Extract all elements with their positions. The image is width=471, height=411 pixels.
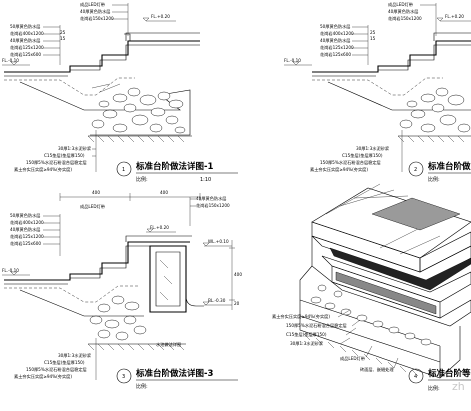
detail-1-scale-value: 1:10 [200, 177, 211, 183]
note-4-4: 30厚1:3水泥砂浆 [290, 340, 324, 347]
note-1-1: 成品LED灯带 [80, 1, 105, 8]
note-3-2: 40厚黄色防水层 [196, 195, 226, 202]
detail-2-number-circle [408, 161, 424, 177]
note-3-7: 花岗岩125x1200 [10, 233, 44, 240]
note-2-3: 花岗岩150x1200 [388, 15, 422, 22]
note-1-2: 40厚黄色防水层 [80, 8, 110, 15]
note-2-8: 花岗岩125x600 [320, 51, 351, 58]
dim-3-right-a: 400 [234, 272, 242, 277]
note-2-2: 40厚黄色防水层 [388, 8, 418, 15]
level-1-left: FL.-0.10 [2, 58, 19, 63]
note-4-b1: 成品LED灯带 [340, 355, 365, 362]
detail-4-title: 标准台阶等 [427, 368, 471, 379]
note-2-b2: C15垫层(垫层厚150) [342, 152, 383, 159]
dim-3-right-b: 20 [234, 301, 240, 306]
level-2-left: FL.-0.10 [284, 58, 301, 63]
detail-3-section: 400 400 成品LED灯带 40厚黄色防水层 花岗岩150x1200 50厚… [2, 190, 242, 390]
detail-2-number: 2 [414, 167, 417, 173]
detail-4-number-circle [408, 368, 424, 384]
note-4-b2: 砖面层、嵌缝处理 [360, 366, 394, 373]
level-3-right-bottom: BL.-0.30 [208, 298, 226, 303]
note-2-b3: 150厚5%水泥石粉混合层稳定层 [320, 159, 381, 166]
note-3-6: 40厚黄色防水层 [10, 226, 40, 233]
detail-1-number-circle [116, 161, 132, 177]
note-2-b4: 素土夯实压实度≥94%(夯实度) [310, 166, 368, 173]
detail-2-title: 标准台阶做 [427, 161, 471, 172]
detail-4-scale-label: 比例: [428, 385, 440, 392]
detail-3-scale-label: 比例: [136, 383, 148, 390]
detail-1-gravel [91, 87, 186, 134]
note-1-3: 花岗岩150x1200 [80, 15, 114, 22]
dim-2-a: 25 [370, 30, 376, 35]
note-1-b2: C15垫层(垫层厚150) [44, 152, 85, 159]
detail-1-section: 成品LED灯带 40厚黄色防水层 花岗岩150x1200 50厚黄色防水层 花岗… [2, 1, 238, 183]
dim-2-b: 15 [370, 36, 376, 41]
detail-2-scale-label: 比例: [428, 176, 440, 183]
note-3-b1: 30厚1:3水泥砂浆 [58, 352, 92, 359]
note-1-8: 花岗岩125x600 [10, 51, 41, 58]
note-2-6: 40厚黄色防水层 [320, 37, 350, 44]
note-3-b3: 150厚5%水泥石粉混合层稳定层 [26, 366, 87, 373]
note-1-b3: 150厚5%水泥石粉混合层稳定层 [26, 159, 87, 166]
detail-4-gravel [310, 284, 432, 346]
level-3-top: FL.+0.20 [150, 225, 169, 230]
level-2-top: FL.+0.20 [445, 14, 464, 19]
level-3-right-top: WL.+0.10 [208, 239, 229, 244]
note-1-6: 40厚黄色防水层 [10, 37, 40, 44]
detail-4-section: 素土夯实压实度≥94%(夯实度) 150厚5%水泥石粉混合层稳定层 C15垫层(… [272, 183, 471, 392]
dim-3-top-b: 400 [160, 190, 168, 195]
note-3-4: 50厚黄色防水层 [10, 212, 40, 219]
note-2-7: 花岗岩125x1200 [320, 44, 354, 51]
detail-3-gravel [89, 295, 147, 341]
note-1-b1: 30厚1:3水泥砂浆 [58, 145, 92, 152]
dim-3-top-a: 400 [92, 190, 100, 195]
detail-4-number: 4 [414, 374, 417, 380]
level-1-top: FL.+0.20 [151, 14, 170, 19]
detail-1-title: 标准台阶做法详图-1 [135, 161, 214, 172]
note-2-1: 成品LED灯带 [388, 1, 413, 8]
detail-1-number: 1 [122, 167, 125, 173]
note-3-3: 花岗岩150x1200 [196, 202, 230, 209]
detail-2-gravel [399, 87, 471, 133]
detail-3-number-circle [116, 368, 132, 384]
detail-2-section: 成品LED灯带 40厚黄色防水层 花岗岩150x1200 50厚黄色防水层 花岗… [284, 1, 471, 183]
detail-3-number: 3 [122, 374, 125, 380]
dim-1-b: 15 [60, 36, 66, 41]
note-3-5: 花岗岩400x1200 [10, 219, 44, 226]
pool-label: 水池做法详图 [156, 341, 181, 348]
note-4-2: 150厚5%水泥石粉混合层稳定层 [286, 322, 347, 329]
level-3-left: FL.-0.10 [2, 268, 19, 273]
note-1-b4: 素土夯实压实度≥94%(夯实度) [14, 166, 72, 173]
note-2-b1: 30厚1:3水泥砂浆 [356, 145, 390, 152]
detail-3-title: 标准台阶做法详图-3 [135, 368, 214, 379]
note-4-3: C15垫层(垫层厚150) [286, 331, 327, 338]
note-1-5: 花岗岩400x1200 [10, 30, 44, 37]
note-3-b2: C15垫层(垫层厚150) [44, 359, 85, 366]
note-4-1: 素土夯实压实度≥94%(夯实度) [272, 313, 330, 320]
note-2-5: 花岗岩400x1200 [320, 30, 354, 37]
note-1-4: 50厚黄色防水层 [10, 23, 40, 30]
note-3-1: 成品LED灯带 [80, 203, 105, 210]
dim-1-a: 25 [60, 30, 66, 35]
detail-1-scale-label: 比例: [136, 176, 148, 183]
note-3-b4: 素土夯实压实度≥94%(夯实度) [14, 373, 72, 380]
note-3-8: 花岗岩125x600 [10, 240, 41, 247]
note-1-7: 花岗岩125x1200 [10, 44, 44, 51]
watermark: zh [452, 380, 465, 393]
note-2-4: 50厚黄色防水层 [320, 23, 350, 30]
